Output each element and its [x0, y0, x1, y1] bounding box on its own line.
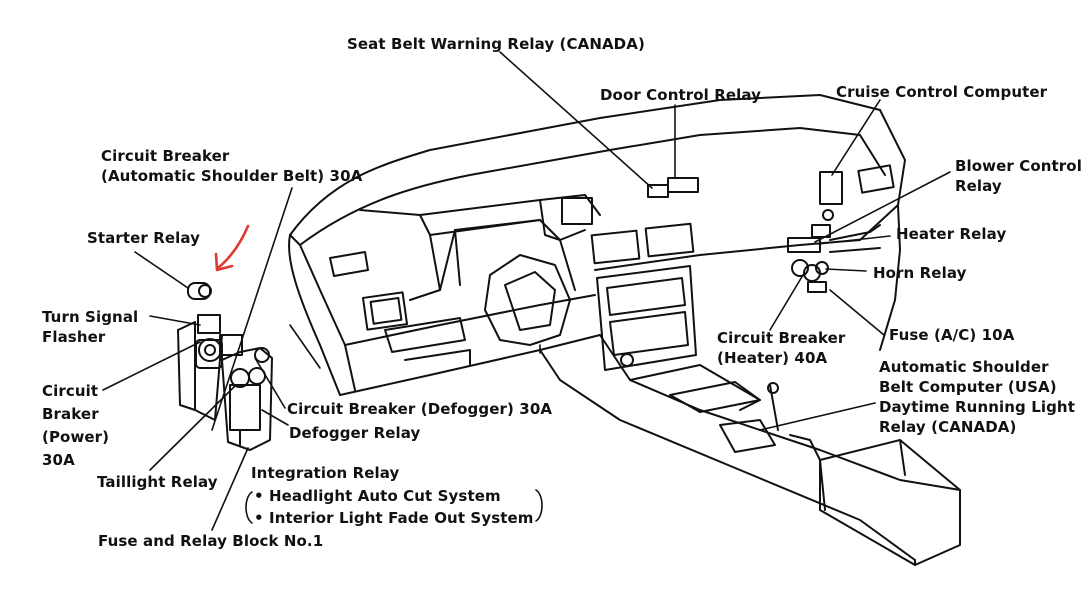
label-line: Flasher	[42, 328, 106, 346]
label-horn-relay: Horn Relay	[873, 264, 967, 282]
label-line: Circuit	[42, 382, 99, 400]
label-circuit-breaker-defogger: Circuit Breaker (Defogger) 30A	[287, 400, 553, 418]
label-line: Automatic Shoulder	[879, 358, 1049, 376]
label-integration-relay: Integration Relay	[251, 464, 400, 482]
label-blower-control-relay: Blower Control Relay	[955, 156, 1082, 196]
label-heater-relay: Heater Relay	[896, 225, 1007, 243]
label-line: Relay (CANADA)	[879, 418, 1017, 436]
annotation-arrow	[214, 224, 250, 272]
left-vents	[329, 251, 471, 366]
label-line: (Power)	[42, 428, 110, 446]
label-line: (Automatic Shoulder Belt) 30A	[101, 167, 363, 185]
label-turn-signal-flasher: Turn Signal Flasher	[42, 307, 138, 347]
label-automatic-shoulder-belt-computer: Automatic Shoulder Belt Computer (USA) D…	[879, 357, 1075, 437]
label-headlight-auto-cut: • Headlight Auto Cut System	[254, 487, 501, 505]
label-interior-light-fade: • Interior Light Fade Out System	[254, 509, 534, 527]
label-line: Daytime Running Light	[879, 398, 1075, 416]
instrument-cluster	[359, 194, 601, 346]
label-line: (Heater) 40A	[717, 349, 828, 367]
label-circuit-breaker-heater: Circuit Breaker (Heater) 40A	[717, 328, 845, 368]
label-fuse-relay-block: Fuse and Relay Block No.1	[98, 532, 324, 550]
label-line: Circuit Breaker	[717, 329, 846, 347]
label-cruise-control-computer: Cruise Control Computer	[836, 83, 1048, 101]
label-circuit-breaker-shoulder-belt: Circuit Breaker (Automatic Shoulder Belt…	[101, 146, 362, 186]
label-line: Braker	[42, 405, 99, 423]
label-line: Belt Computer (USA)	[879, 378, 1057, 396]
label-seat-belt-warning-relay: Seat Belt Warning Relay (CANADA)	[347, 35, 645, 53]
label-line: Circuit Breaker	[101, 147, 230, 165]
label-starter-relay: Starter Relay	[87, 229, 201, 247]
label-line: Blower Control	[955, 157, 1082, 175]
leader-lines	[102, 51, 951, 531]
label-door-control-relay: Door Control Relay	[600, 86, 762, 104]
label-line: Turn Signal	[42, 308, 139, 326]
dash-components	[647, 164, 895, 293]
label-line: Relay	[955, 177, 1002, 195]
dashboard-outline	[288, 94, 906, 396]
label-line: 30A	[42, 451, 75, 469]
label-taillight-relay: Taillight Relay	[97, 473, 218, 491]
label-defogger-relay: Defogger Relay	[289, 424, 421, 442]
label-circuit-breaker-power: Circuit Braker (Power) 30A	[42, 380, 109, 472]
label-fuse-ac: Fuse (A/C) 10A	[889, 326, 1015, 344]
fuse-relay-block	[177, 282, 273, 451]
